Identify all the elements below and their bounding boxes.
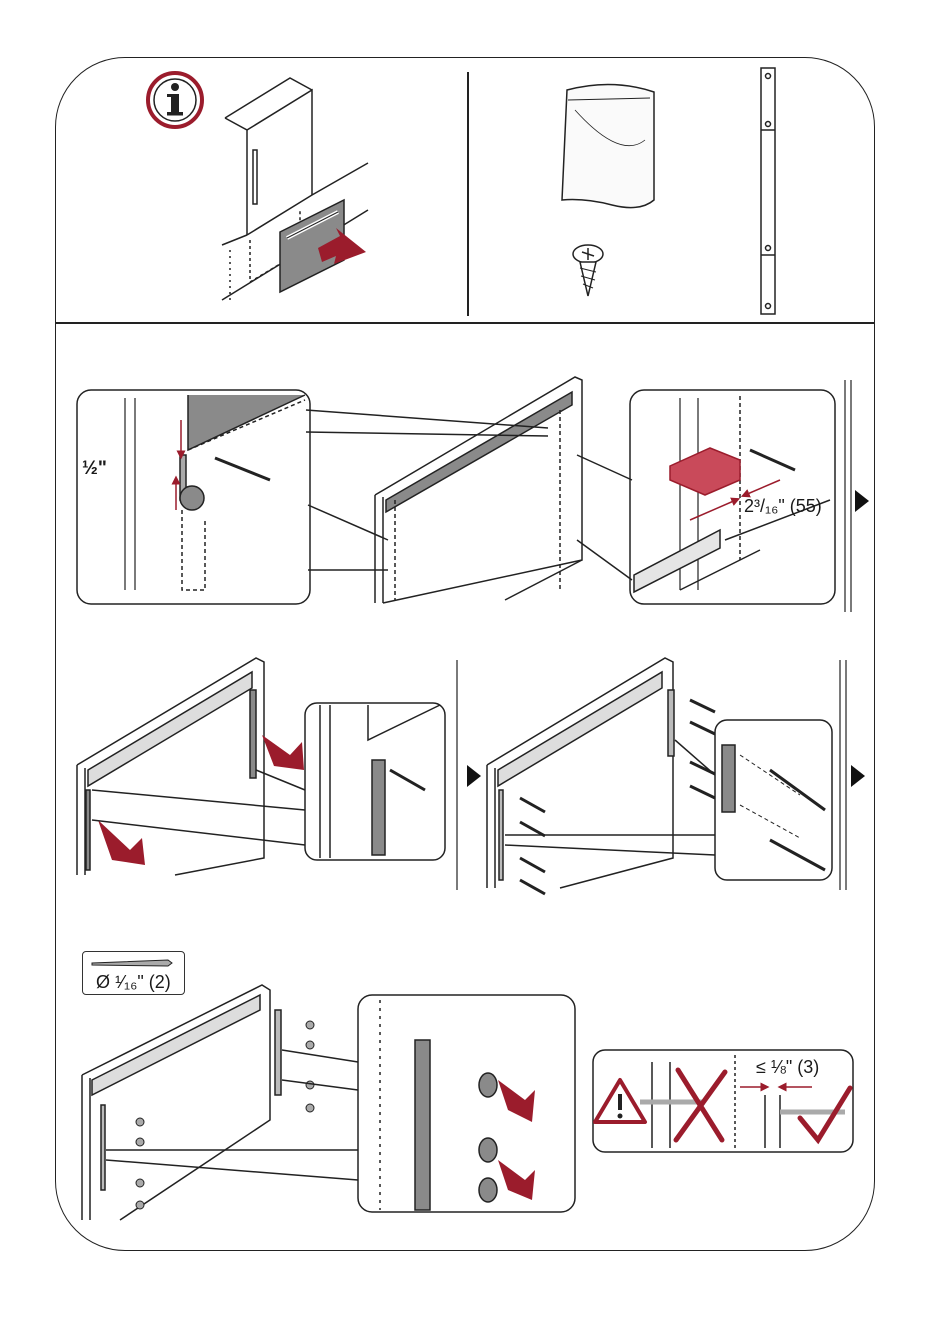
step-separator — [845, 380, 851, 612]
drill-size-label: Ø ¹⁄₁₆" (2) — [96, 972, 171, 993]
step1-left-detail — [77, 390, 310, 604]
step3-left-illustration — [82, 985, 575, 1220]
spacing-label: ½" — [82, 458, 107, 480]
step1-door-panel — [306, 377, 582, 603]
info-icon — [148, 73, 202, 127]
screw-icon — [573, 245, 603, 296]
mounting-strip-icon — [761, 68, 775, 314]
step2-left-illustration — [77, 658, 445, 875]
next-step-arrow-icon — [467, 765, 481, 787]
next-step-arrow-icon — [851, 765, 865, 787]
max-gap-label: ≤ ⅛" (3) — [756, 1057, 819, 1078]
parts-bag-icon — [562, 84, 654, 207]
next-step-arrow-icon — [855, 490, 869, 512]
dishwasher-panel-illustration — [280, 200, 366, 292]
distance-label: 2³/₁₆" (55) — [744, 496, 822, 517]
step2-right-illustration — [487, 658, 832, 894]
